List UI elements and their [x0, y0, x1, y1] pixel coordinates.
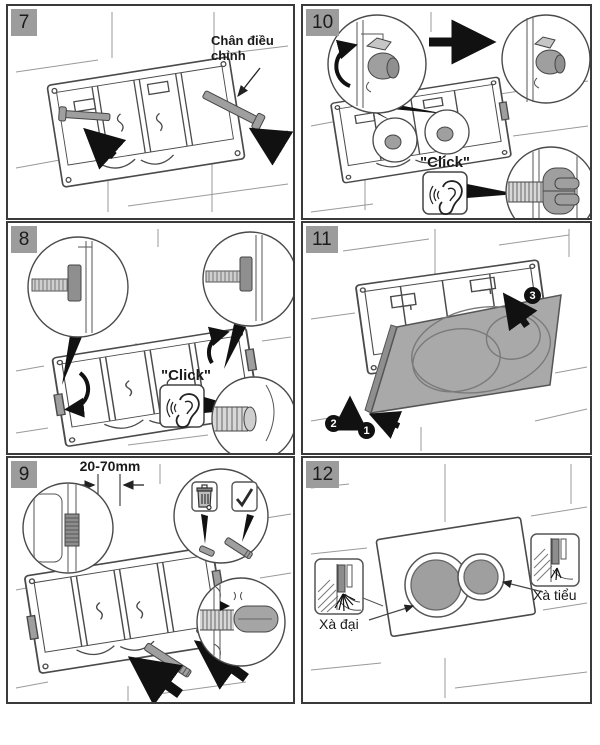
insert-arrow-1 — [127, 656, 184, 702]
adjustment-foot-callout: Chân điều chỉnh — [211, 33, 274, 63]
detail-circle-rod-right — [202, 231, 293, 327]
plate-outline-engraving — [411, 306, 552, 394]
detail-circle-rod-depth — [22, 482, 114, 574]
step8-drawing — [15, 229, 293, 453]
toilet-full-flush-icon — [314, 558, 364, 615]
panel-step-9: 9 20-70mm — [6, 456, 295, 704]
full-flush-label: Xà đại — [319, 616, 359, 632]
step-marker-1: 1 — [358, 422, 375, 439]
detail-circle-rotate-knob — [327, 14, 427, 114]
flush-plate — [364, 294, 562, 414]
panel-step-12: 12 Xà đại Xà tiểu — [301, 456, 592, 704]
detail-circle-discard-keep — [173, 468, 269, 564]
half-flush-button — [463, 559, 499, 595]
panel-step-8: 8 "Click" — [6, 221, 295, 455]
panel-step-7: 7 Chân điều chỉnh — [6, 4, 295, 220]
step-number-badge: 9 — [11, 461, 37, 488]
toilet-half-flush-icon — [530, 533, 580, 587]
panel-step-10: 10 "Click" — [301, 4, 592, 220]
click-label: "Click" — [160, 367, 212, 384]
mounting-frame — [46, 56, 246, 188]
step-marker-2: 2 — [325, 415, 342, 432]
step10-drawing — [310, 12, 590, 218]
rotate-arrow-left — [64, 371, 91, 418]
half-flush-label: Xà tiểu — [533, 587, 577, 603]
step-number-badge: 10 — [306, 9, 340, 36]
click-label: "Click" — [419, 154, 471, 171]
click-ear-box — [159, 384, 205, 429]
full-flush-spray — [334, 593, 356, 612]
wall-tile-lines — [310, 464, 588, 698]
adjustment-foot-right — [202, 90, 266, 131]
step7-drawing — [15, 12, 293, 212]
detail-wedge — [224, 324, 246, 369]
detail-wedge — [242, 514, 254, 542]
insert-arrow-right — [248, 127, 293, 166]
recycle-bin-icon — [196, 484, 213, 511]
adjustment-foot-left — [58, 106, 111, 122]
click-ear-box — [422, 171, 468, 216]
ear-icon — [166, 393, 200, 429]
hook-arrow — [368, 411, 403, 439]
full-flush-button — [410, 559, 462, 611]
half-flush-spray — [550, 567, 562, 581]
callout-leader-line — [237, 67, 261, 98]
large-button-engraving — [412, 328, 501, 393]
detail-circle-knob-locked — [501, 14, 590, 104]
rotate-arrow — [334, 39, 358, 88]
frame-knob-spots — [372, 109, 470, 163]
checkmark-icon — [235, 488, 254, 508]
step-marker-3: 3 — [524, 287, 541, 304]
short-rod — [198, 545, 215, 557]
detail-wedge — [201, 514, 208, 544]
detail-circle-fastener — [505, 146, 590, 218]
dimension-label: 20-70mm — [79, 458, 141, 474]
step9-drawing — [15, 464, 292, 702]
long-rod — [224, 537, 253, 560]
detail-wedge — [467, 184, 517, 198]
step-number-badge: 7 — [11, 9, 37, 36]
full-flush-leader — [368, 604, 415, 621]
press-arrow — [502, 292, 538, 332]
ear-icon — [429, 180, 463, 216]
panel-step-11: 11 1 2 3 — [301, 221, 592, 455]
rotate-arrow-right — [206, 326, 230, 365]
step12-drawing — [310, 464, 588, 698]
detail-circle-rod-clamp — [196, 577, 286, 667]
step-number-badge: 8 — [11, 226, 37, 253]
step-number-badge: 12 — [306, 461, 340, 488]
detail-wedge — [62, 332, 84, 385]
half-flush-leader — [501, 579, 544, 593]
detail-circle-thread — [211, 376, 293, 453]
detail-circle-rod-left — [27, 236, 129, 338]
step-number-badge: 11 — [306, 226, 338, 253]
box-leader-line — [362, 597, 384, 607]
insert-arrow-left — [83, 127, 127, 170]
step11-drawing — [310, 229, 588, 451]
